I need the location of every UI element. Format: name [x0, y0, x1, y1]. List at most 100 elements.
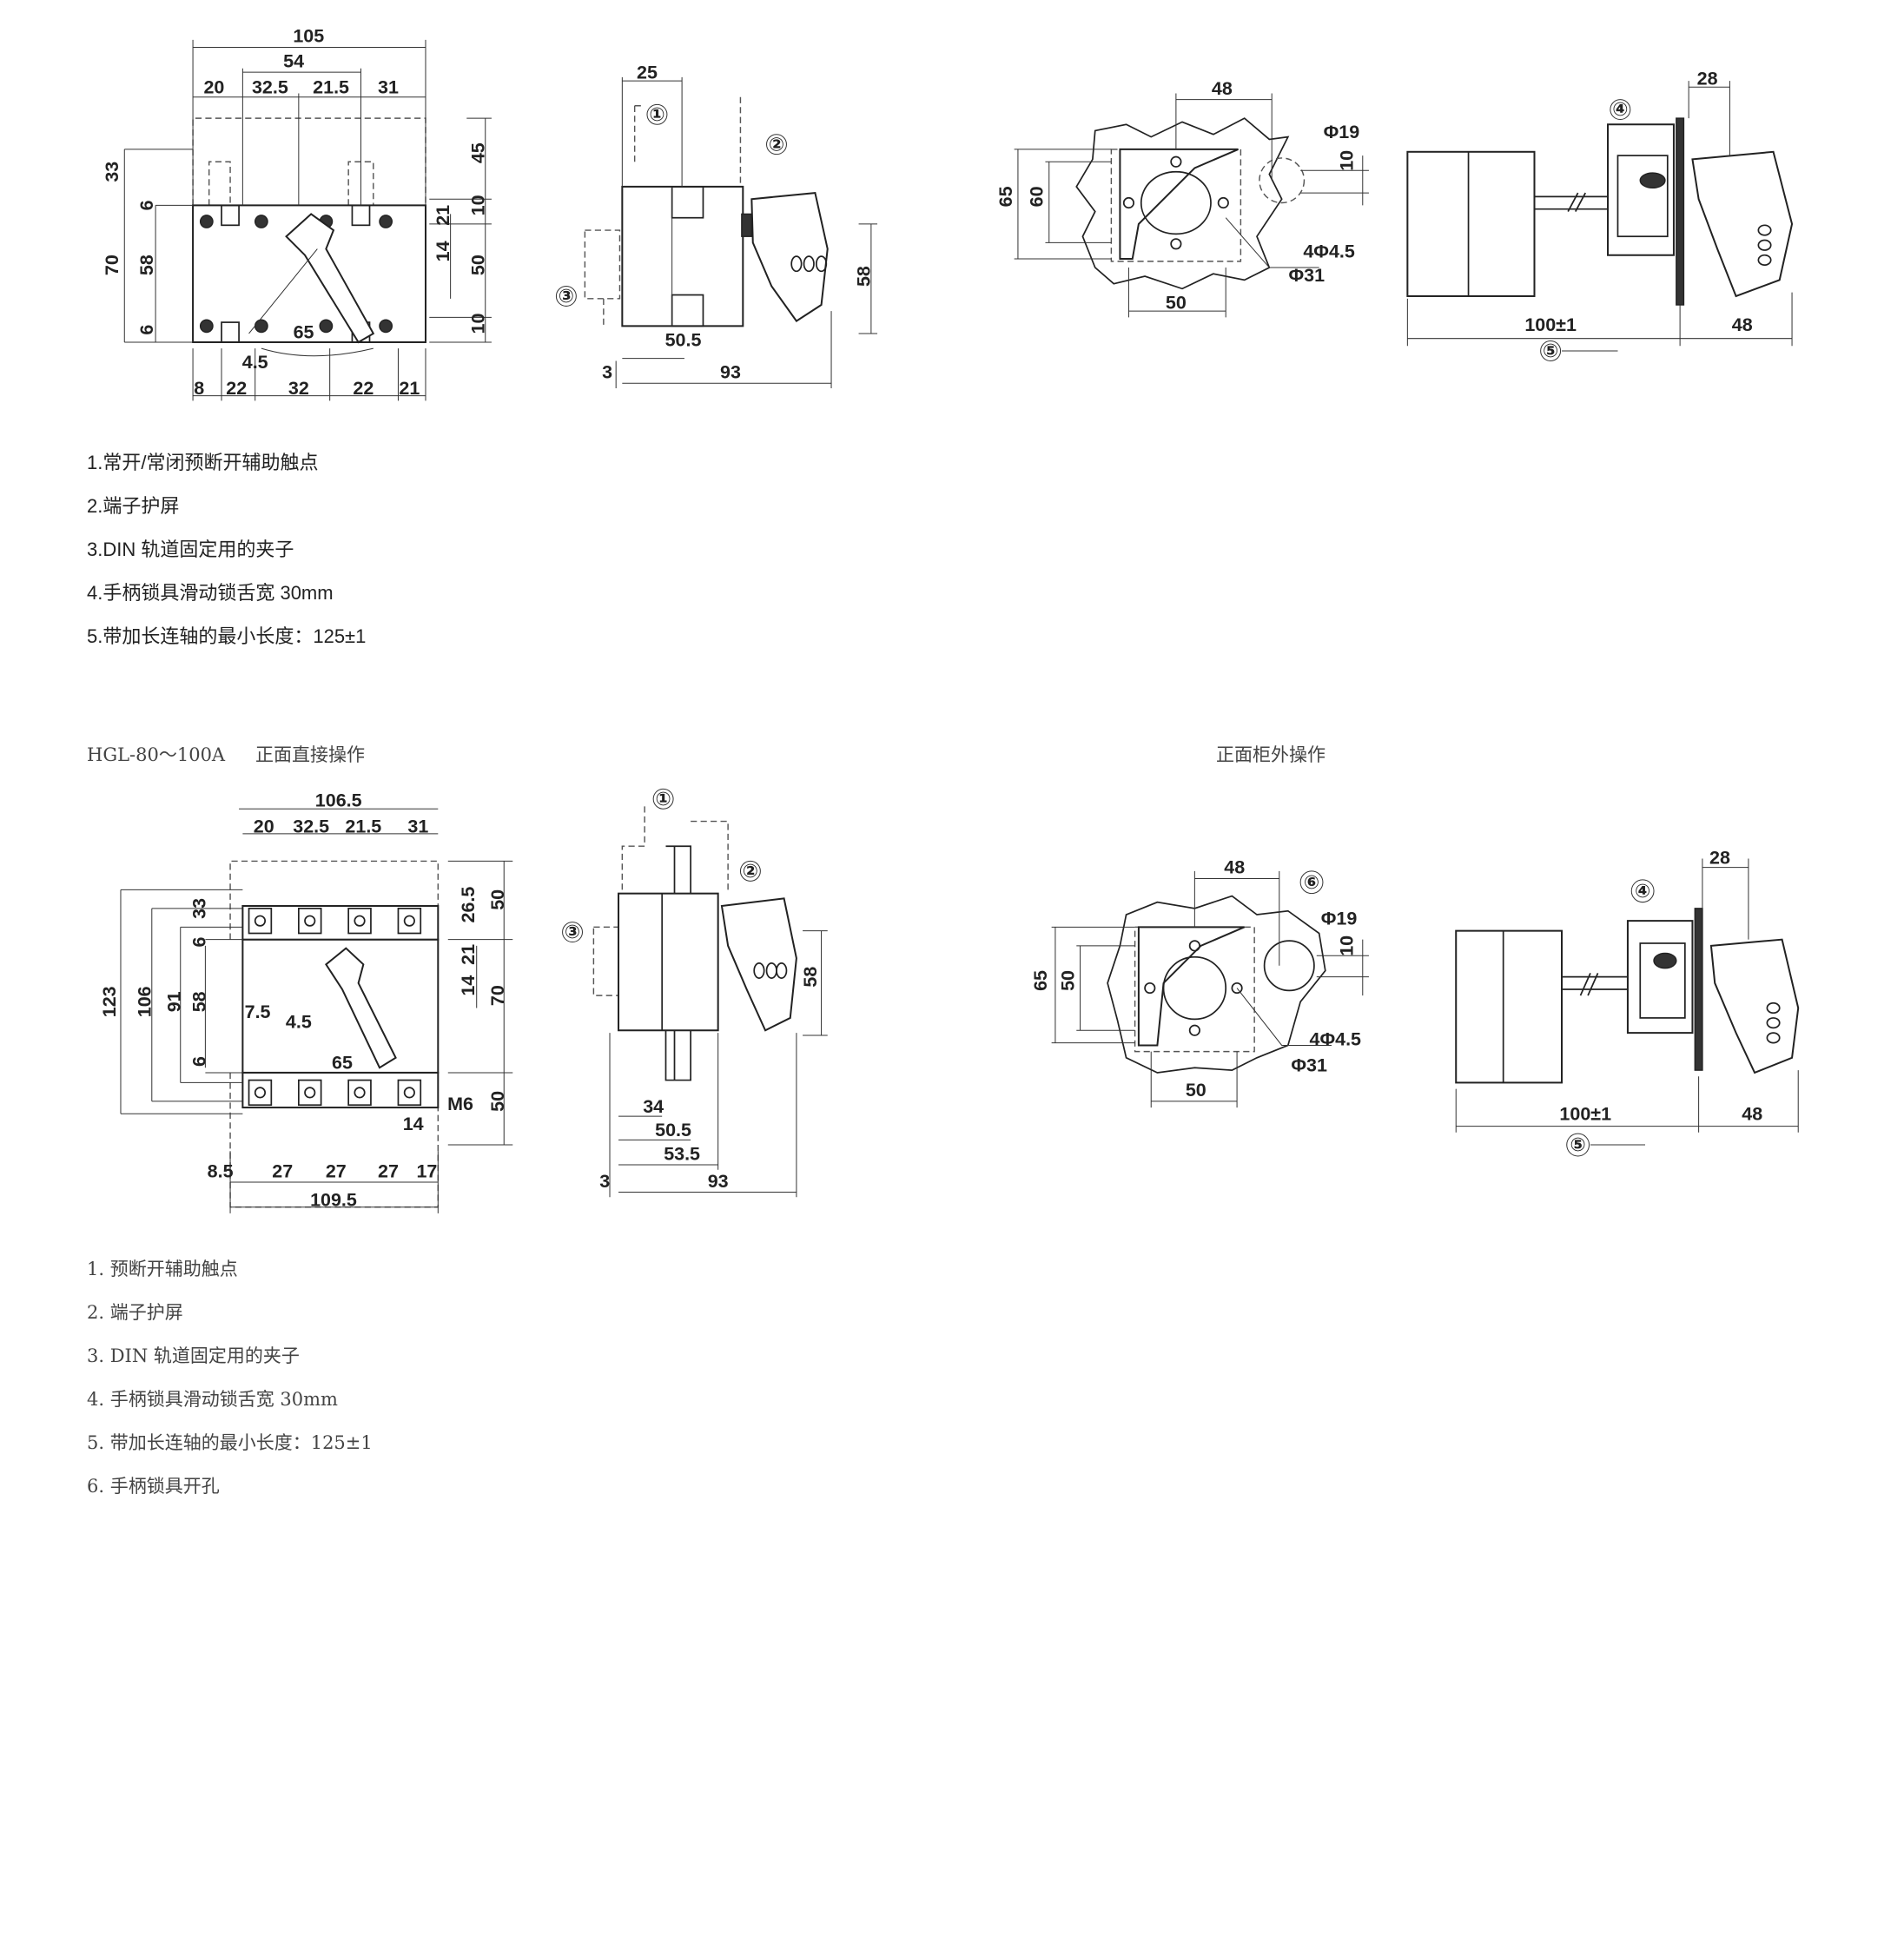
note-2: 2. 端子护屏 [87, 1302, 183, 1323]
bottom-cutout-view-dimension-label: 10 [1336, 935, 1357, 956]
top-extension-view-dimension-label: ④ [1612, 99, 1628, 120]
top-front-view-dimension-label: 10 [467, 195, 488, 215]
top-front-view-dimension-label: 31 [378, 76, 399, 97]
bottom-cutout-view-dimension-label: 50 [1057, 970, 1078, 991]
bottom-extension-view-dimension-label: 28 [1709, 847, 1730, 868]
bottom-side-view-dimension-label: 34 [643, 1096, 664, 1117]
top-front-view-dimension-label: 50 [467, 254, 488, 275]
bottom-front-view-dimension-label: 14 [458, 975, 479, 996]
top-front-drawing [123, 39, 492, 401]
top-front-view-dimension-label: 70 [102, 254, 122, 275]
bottom-cutout-view-dimension-label: Φ31 [1291, 1055, 1327, 1076]
bottom-front-view-dimension-label: 20 [254, 816, 274, 836]
bottom-front-view-dimension-label: 106 [134, 986, 155, 1017]
bottom-front-drawing [120, 808, 513, 1213]
bottom-front-view-dimension-label: 26.5 [458, 887, 479, 923]
top-front-view-dimension-label: 8 [194, 378, 204, 399]
top-side-view-dimension-label: 25 [637, 62, 658, 83]
bottom-front-view-dimension-label: 65 [332, 1053, 353, 1074]
bottom-extension-view-dimension-label: 100±1 [1559, 1103, 1611, 1124]
top-front-view-dimension-label: 105 [293, 26, 324, 47]
bottom-front-view-dimension-label: 27 [326, 1160, 347, 1181]
top-side-drawing [555, 76, 878, 388]
bottom-side-view-dimension-label: 53.5 [664, 1143, 700, 1164]
note-6: 6. 手柄锁具开孔 [87, 1476, 220, 1497]
bottom-side-view-dimension-label: ① [656, 789, 671, 810]
bottom-cutout-view-dimension-label: 4Φ4.5 [1310, 1028, 1362, 1049]
bottom-cutout-view-dimension-label: 65 [1030, 970, 1051, 991]
top-side-view-dimension-label: 50.5 [665, 329, 702, 350]
bottom-front-view-dimension-label: 106.5 [315, 790, 362, 810]
bottom-front-view-dimension-label: M6 [447, 1094, 473, 1114]
bottom-front-view-dimension-label: 7.5 [245, 1001, 271, 1022]
top-front-view-dimension-label: 10 [467, 313, 488, 334]
top-cutout-view-dimension-label: 10 [1336, 150, 1357, 171]
bottom-front-view-dimension-label: 32.5 [293, 816, 329, 836]
top-front-view-dimension-label: 65 [294, 322, 314, 343]
bottom-side-view-dimension-label: 50.5 [655, 1120, 691, 1140]
external-operation-heading: 正面柜外操作 [1216, 744, 1326, 765]
bottom-side-view-dimension-label: ② [743, 861, 758, 882]
top-cutout-view-dimension-label: 48 [1212, 78, 1233, 99]
top-side-view-dimension-label: 58 [853, 266, 874, 287]
top-side-view-dimension-label: 93 [720, 362, 741, 383]
top-front-view-dimension-label: 32.5 [252, 76, 288, 97]
bottom-front-view-dimension-label: 123 [99, 986, 120, 1017]
top-side-view-dimension-label: ① [649, 104, 664, 125]
bottom-front-view-dimension-label: 50 [487, 1091, 508, 1112]
bottom-front-view-dimension-label: 6 [188, 1056, 209, 1067]
bottom-side-view-dimension-label: 3 [599, 1171, 610, 1192]
top-front-view-dimension-label: 4.5 [242, 352, 268, 373]
top-extension-drawing [1406, 81, 1794, 361]
bottom-front-view-dimension-label: 91 [164, 991, 185, 1012]
top-side-view-dimension-label: ③ [559, 286, 574, 307]
bottom-cutout-view-dimension-label: 50 [1186, 1080, 1207, 1101]
top-front-view-dimension-label: 22 [353, 378, 374, 399]
top-extension-view-dimension-label: 100±1 [1524, 314, 1577, 335]
bottom-extension-drawing [1455, 858, 1800, 1157]
note-1: 1.常开/常闭预断开辅助触点 [87, 452, 319, 473]
bottom-front-view-dimension-label: 50 [487, 889, 508, 910]
note-2: 2.端子护屏 [87, 495, 180, 517]
top-front-view-dimension-label: 20 [203, 76, 224, 97]
top-extension-view-dimension-label: 28 [1697, 68, 1718, 89]
bottom-front-view-dimension-label: 33 [188, 898, 209, 919]
top-front-view-dimension-label: 21.5 [313, 76, 349, 97]
bottom-side-drawing [562, 788, 828, 1198]
note-4: 4.手柄锁具滑动锁舌宽 30mm [87, 582, 334, 604]
bottom-front-view-dimension-label: 70 [487, 985, 508, 1006]
top-front-view-dimension-label: 22 [226, 378, 247, 399]
bottom-cutout-drawing [1051, 870, 1369, 1108]
top-front-view-dimension-label: 6 [136, 200, 157, 210]
note-1: 1. 预断开辅助触点 [87, 1259, 238, 1279]
top-cutout-view-dimension-label: 50 [1166, 292, 1187, 313]
note-3: 3. DIN 轨道固定用的夹子 [87, 1345, 300, 1366]
top-front-view-dimension-label: 21 [433, 205, 453, 226]
bottom-extension-view-dimension-label: ④ [1635, 881, 1650, 902]
top-extension-view-dimension-label: ⑤ [1543, 340, 1558, 361]
bottom-side-view-dimension-label: ③ [565, 922, 580, 942]
bottom-front-view-dimension-label: 21.5 [345, 816, 381, 836]
bottom-extension-view-dimension-label: ⑤ [1570, 1134, 1586, 1155]
bottom-front-view-dimension-label: 21 [458, 944, 479, 965]
top-cutout-view-dimension-label: Φ19 [1324, 122, 1360, 142]
top-cutout-view-dimension-label: Φ31 [1289, 265, 1326, 286]
top-front-view-dimension-label: 6 [136, 325, 157, 335]
bottom-front-view-dimension-label: 14 [403, 1114, 424, 1134]
bottom-front-view-dimension-label: 4.5 [286, 1011, 312, 1032]
bottom-cutout-view-dimension-label: 48 [1224, 857, 1245, 878]
note-4: 4. 手柄锁具滑动锁舌宽 30mm [87, 1389, 338, 1410]
top-cutout-drawing [1014, 93, 1369, 318]
direct-operation-heading: 正面直接操作 [255, 744, 365, 765]
top-cutout-view-dimension-label: 60 [1027, 186, 1048, 207]
bottom-side-view-dimension-label: 58 [800, 967, 821, 988]
top-front-view-dimension-label: 32 [288, 378, 309, 399]
top-side-view-dimension-label: ② [769, 134, 784, 155]
top-cutout-view-dimension-label: 4Φ4.5 [1303, 241, 1355, 262]
bottom-front-view-dimension-label: 17 [416, 1160, 437, 1181]
note-3: 3.DIN 轨道固定用的夹子 [87, 539, 294, 560]
bottom-front-view-dimension-label: 8.5 [208, 1160, 234, 1181]
bottom-front-view-dimension-label: 58 [188, 991, 209, 1012]
